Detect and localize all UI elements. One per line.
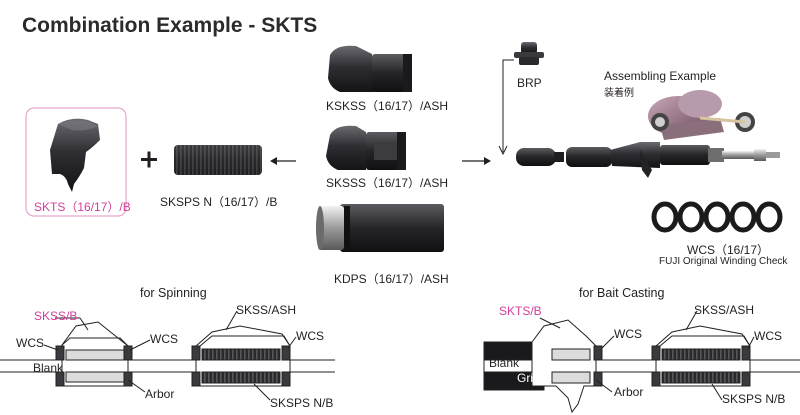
wcs-rings <box>651 201 783 233</box>
sksss-part <box>326 125 406 170</box>
assembled-rod <box>516 90 780 178</box>
brp-label: BRP <box>517 76 542 90</box>
baitcasting-arbor-label: Arbor <box>614 385 644 399</box>
wcs-sub-label: FUJI Original Winding Check <box>659 256 788 267</box>
spinning-wcs-right-label: WCS <box>296 329 324 343</box>
spinning-skssb-label: SKSS/B <box>34 309 78 323</box>
spinning-skspsnb-label: SKSPS N/B <box>270 396 334 410</box>
wcs-label: WCS（16/17） <box>687 243 770 257</box>
spinning-wcs-left-label: WCS <box>16 336 44 350</box>
assembling-subtitle: 装着例 <box>604 88 634 99</box>
spinning-wcs-mid-label: WCS <box>150 332 178 346</box>
skts-frame <box>25 107 127 217</box>
baitcasting-blank-label: Blank <box>489 356 520 370</box>
kdps-label: KDPS（16/17）/ASH <box>334 272 449 286</box>
baitcasting-section <box>483 310 800 414</box>
assembling-title: Assembling Example <box>604 69 717 83</box>
baitcasting-wcs-mid-label: WCS <box>614 327 642 341</box>
spinning-blank-label: Blank <box>33 361 64 375</box>
spinning-arbor-label: Arbor <box>145 387 175 401</box>
baitcasting-sktsb-label: SKTS/B <box>499 304 542 318</box>
skspsn-label: SKSPS N（16/17）/B <box>160 195 278 209</box>
brp-bracket <box>502 59 514 152</box>
baitcasting-skspsnb-label: SKSPS N/B <box>722 392 786 406</box>
spinning-title: for Spinning <box>140 286 207 300</box>
ksksss-part <box>328 45 412 92</box>
baitcasting-grip-label: Grip <box>517 371 540 385</box>
baitcasting-title: for Bait Casting <box>579 286 665 300</box>
skts-label: SKTS（16/17）/B <box>34 200 131 214</box>
kdps-part <box>316 204 444 252</box>
sksss-label: SKSSS（16/17）/ASH <box>326 176 449 190</box>
spinning-skssash-label: SKSS/ASH <box>236 303 297 317</box>
spinning-section <box>0 310 335 401</box>
page-title: Combination Example - SKTS <box>22 14 318 37</box>
skts-part <box>50 118 100 192</box>
baitcasting-wcs-right-label: WCS <box>754 329 782 343</box>
ksksss-label: KSKSS（16/17）/ASH <box>326 99 449 113</box>
baitcasting-skssash-label: SKSS/ASH <box>694 303 755 317</box>
brp-part <box>514 42 544 65</box>
